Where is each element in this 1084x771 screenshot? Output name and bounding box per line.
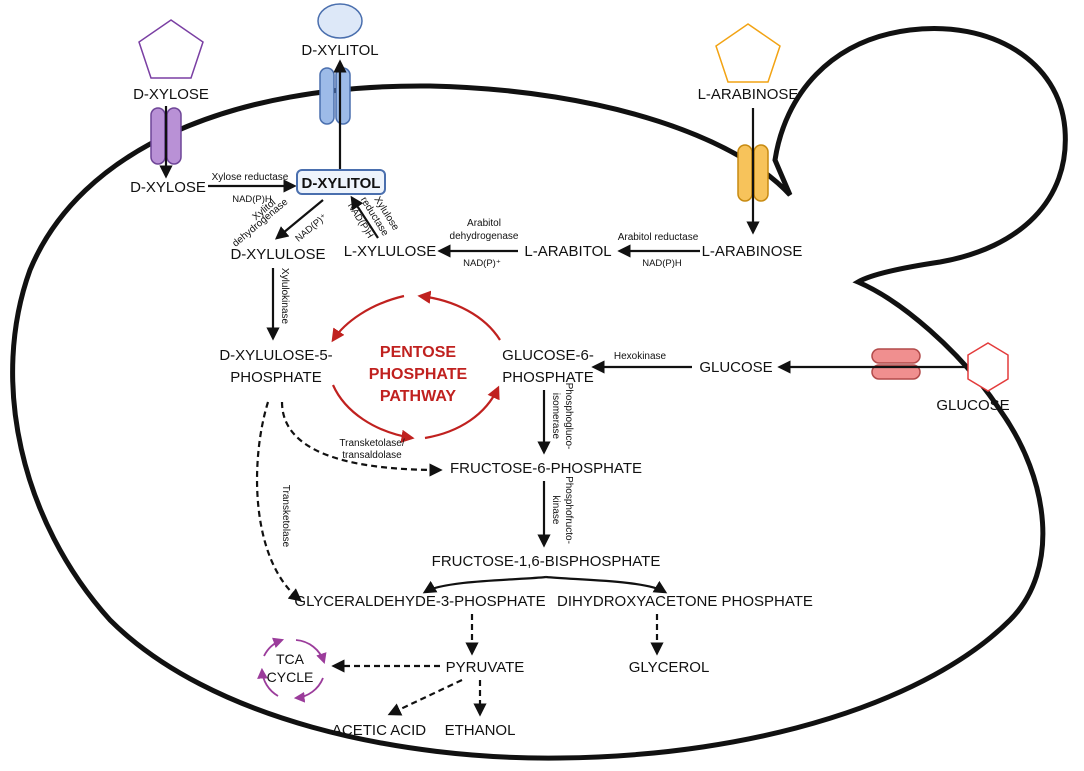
arabitol-reductase-label: Arabitol reductase <box>618 232 699 243</box>
arrow-transketolase-transaldolase <box>280 401 443 477</box>
ppp-arc-top-right <box>417 290 501 341</box>
xylose-reductase-label: Xylose reductase <box>212 172 289 183</box>
dhap-label: DIHYDROXYACETONE PHOSPHATE <box>557 593 813 610</box>
xylitol-dh-cofactor: NAD(P)⁺ <box>293 212 329 245</box>
glucose-6p-label-2: PHOSPHATE <box>502 369 593 386</box>
arrow-pyruvate-to-acetic-acid <box>387 679 463 716</box>
l-arabinose-pentagon-icon <box>715 23 781 83</box>
ppp-label-2: PHOSPHATE <box>369 366 468 383</box>
xylose-reductase-cofactor: NAD(P)H <box>232 194 272 205</box>
transketolase-label: Transketolase <box>280 485 291 548</box>
fructose-16bp-label: FRUCTOSE-1,6-BISPHOSPHATE <box>432 553 661 570</box>
arrow-xylitol-dehydrogenase <box>274 199 324 240</box>
d-xylitol-inside-box <box>296 169 386 195</box>
glucose-transporter-icon <box>871 348 921 380</box>
ethanol-label: ETHANOL <box>445 722 516 739</box>
tca-label-1: TCA <box>276 651 305 667</box>
arabitol-reductase-cofactor: NAD(P)H <box>642 258 682 269</box>
arrow-transketolase <box>255 401 303 602</box>
phosphofructo-label-1: Phosphofructo- <box>563 476 574 544</box>
glucose-hexagon-icon <box>967 342 1009 392</box>
ppp-label-3: PATHWAY <box>380 388 456 405</box>
tca-label-2: CYCLE <box>267 669 314 685</box>
l-arabinose-inside-label: L-ARABINOSE <box>702 243 803 260</box>
ppp-arc-left <box>331 384 415 443</box>
d-xylulose-label: D-XYLULOSE <box>230 246 325 263</box>
phosphogluco-label-2: isomerase <box>550 393 561 440</box>
d-xylitol-outside-icon <box>317 3 363 39</box>
d-xylose-pentagon-icon <box>138 19 204 79</box>
arrow-split-dhap <box>545 575 668 594</box>
l-arabinose-outside-label: L-ARABINOSE <box>698 86 799 103</box>
arabitol-dh-label-2: dehydrogenase <box>450 231 519 242</box>
arrow-split-g3p <box>422 575 547 594</box>
ppp-arc-top <box>331 294 405 343</box>
d-xylose-outside-label: D-XYLOSE <box>133 86 209 103</box>
tk-ta-label-2: transaldolase <box>342 450 402 461</box>
l-xylulose-label: L-XYLULOSE <box>344 243 437 260</box>
l-arabitol-label: L-ARABITOL <box>524 243 611 260</box>
phosphofructo-label-2: kinase <box>550 496 561 525</box>
glucose-inside-label: GLUCOSE <box>699 359 772 376</box>
arabinose-transporter-icon <box>737 144 769 202</box>
arabitol-dh-label-1: Arabitol <box>467 218 501 229</box>
d-xylose-inside-label: D-XYLOSE <box>130 179 206 196</box>
xylulokinase-label: Xylulokinase <box>279 268 290 325</box>
arrow-xylulose-reductase <box>350 195 379 239</box>
xylitol-transporter-icon <box>319 67 351 125</box>
glycerol-label: GLYCEROL <box>629 659 710 676</box>
hexokinase-label: Hexokinase <box>614 351 667 362</box>
arabitol-dh-cofactor: NAD(P)⁺ <box>463 258 501 269</box>
d-xylitol-inside-label: D-XYLITOL <box>302 175 381 192</box>
tk-ta-label-1: Transketolase/ <box>339 438 404 449</box>
tca-cycle-icon <box>257 637 327 703</box>
pyruvate-label: PYRUVATE <box>446 659 525 676</box>
cell-membrane <box>10 26 1068 761</box>
acetic-acid-label: ACETIC ACID <box>332 722 426 739</box>
glucose-outside-label: GLUCOSE <box>936 397 1009 414</box>
xylose-transporter-icon <box>150 107 182 165</box>
glucose-6p-label-1: GLUCOSE-6- <box>502 347 594 364</box>
d-xylitol-outside-label: D-XYLITOL <box>301 42 378 59</box>
phosphogluco-label-1: Phosphogluco- <box>563 383 574 450</box>
ppp-arc-bottom-right <box>424 385 500 440</box>
d-xylulose-5p-label-1: D-XYLULOSE-5- <box>219 347 332 364</box>
ppp-label-1: PENTOSE <box>380 344 457 361</box>
d-xylulose-5p-label-2: PHOSPHATE <box>230 369 321 386</box>
fructose-6p-label: FRUCTOSE-6-PHOSPHATE <box>450 460 642 477</box>
g3p-label: GLYCERALDEHYDE-3-PHOSPHATE <box>294 593 545 610</box>
